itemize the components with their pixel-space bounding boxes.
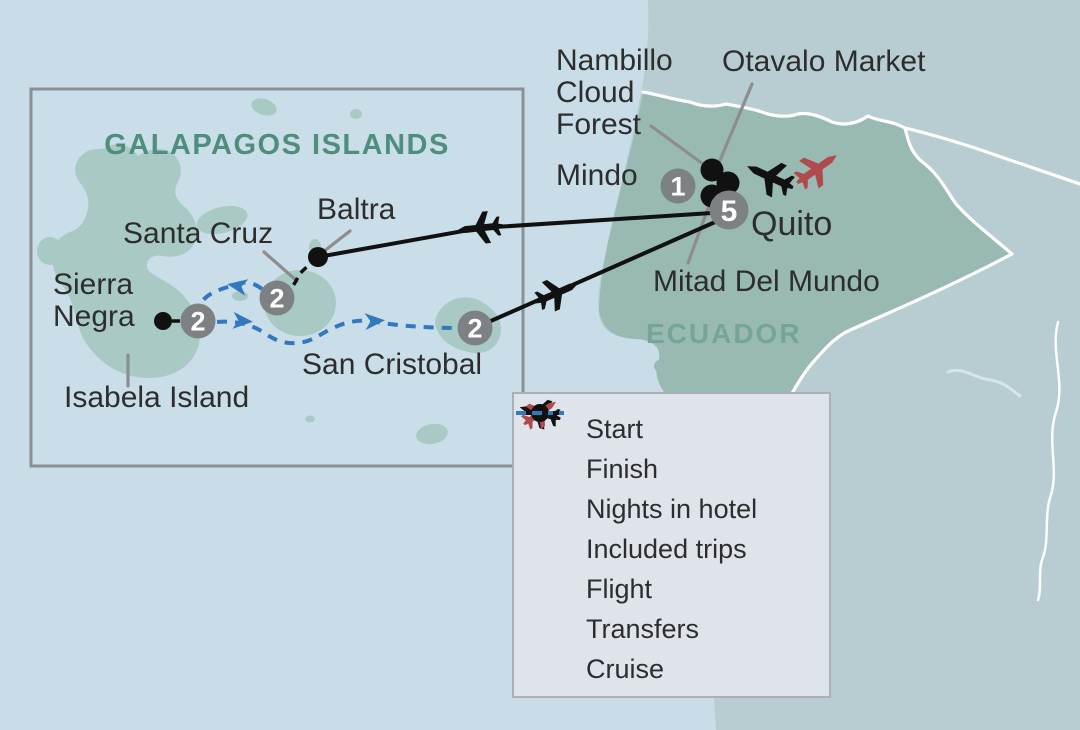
mitad-leader (686, 198, 713, 265)
nights-quito-circle (709, 190, 749, 230)
trip-dot-nambillo (700, 158, 724, 182)
trip-dot-baltra (308, 247, 328, 267)
nights-mindo-value: 1 (670, 172, 685, 202)
flight-san-cristobal-quito (473, 213, 733, 330)
legend-item-nights-in-hotel: Nights in hotel (514, 404, 829, 529)
cruise-routes (199, 280, 460, 346)
legend-item-included-trips: Included trips (514, 404, 829, 569)
label-santa-cruz: Santa Cruz (123, 217, 274, 250)
legend: Start Finish Nights in hotel Included tr… (512, 392, 831, 698)
legend-item-cruise: Cruise (514, 411, 829, 689)
legend-item-start: Start (514, 394, 829, 449)
trip-dot-sierra-negra (154, 312, 172, 330)
fernandina-island-shape (37, 237, 63, 265)
islet-south (305, 415, 315, 423)
label-nambillo-cloud-forest: Nambillo Cloud Forest (556, 44, 673, 141)
label-mitad-del-mundo: Mitad Del Mundo (653, 265, 880, 298)
islet-north-1 (251, 98, 277, 116)
santa-cruz-leader (262, 250, 299, 283)
legend-label: Transfers (586, 613, 700, 644)
land-ecuador (599, 92, 1012, 470)
islet-pinzon (296, 328, 306, 336)
river-light (946, 368, 1022, 398)
river-peru (1036, 320, 1061, 602)
nights-san-cristobal-circle (457, 310, 493, 346)
border-ecuador (641, 90, 1014, 472)
border-colombia-peru (903, 126, 1080, 186)
galapagos-islands-title: GALAPAGOS ISLANDS (104, 129, 450, 161)
legend-label: Nights in hotel (586, 493, 758, 524)
nights-sierra-negra-circle (180, 303, 216, 339)
nights-quito-value: 5 (721, 195, 738, 228)
nights-santa-cruz-circle (259, 280, 295, 316)
otavalo-leader (714, 82, 754, 172)
flight-plane-to-quito-icon (529, 269, 585, 317)
nambillo-leader (649, 124, 705, 166)
label-sierra-negra: Sierra Negra (53, 268, 135, 333)
nights-san-cristobal-value: 2 (467, 314, 482, 344)
nights-sierra-negra-value: 2 (190, 307, 205, 337)
label-leader-lines (126, 82, 754, 388)
santiago-island-shape (196, 205, 248, 235)
label-san-cristobal: San Cristobal (302, 348, 483, 381)
label-quito: Quito (751, 205, 833, 243)
puna-island (654, 359, 672, 373)
legend-label: Flight (586, 573, 653, 604)
legend-label: Start (586, 413, 644, 444)
islet-north-2 (350, 109, 362, 119)
nights-santa-cruz-value: 2 (269, 284, 284, 314)
legend-item-transfers: Transfers (514, 411, 829, 649)
baltra-leader (321, 229, 352, 254)
legend-label: Finish (586, 453, 659, 484)
legend-item-flight: Flight (514, 411, 829, 609)
included-trip-dots (154, 158, 740, 330)
cruise-santa-cruz-isabela (199, 280, 264, 305)
trip-dot-otavalo (716, 171, 740, 195)
legend-label: Cruise (586, 653, 665, 684)
islet-mid (232, 291, 248, 301)
label-baltra: Baltra (317, 193, 396, 226)
cruise-isabela-san-cristobal (216, 318, 460, 346)
night-markers: 2 2 2 1 5 (180, 168, 749, 346)
espanola-island-shape (416, 423, 448, 445)
legend-item-finish: Finish (514, 394, 829, 489)
legend-label: Included trips (586, 533, 747, 564)
nights-mindo-circle (660, 168, 696, 204)
label-isabela-island: Isabela Island (64, 381, 250, 414)
label-otavalo-market: Otavalo Market (722, 45, 926, 78)
ecuador-country-label: ECUADOR (646, 318, 802, 349)
label-mindo: Mindo (556, 159, 638, 192)
